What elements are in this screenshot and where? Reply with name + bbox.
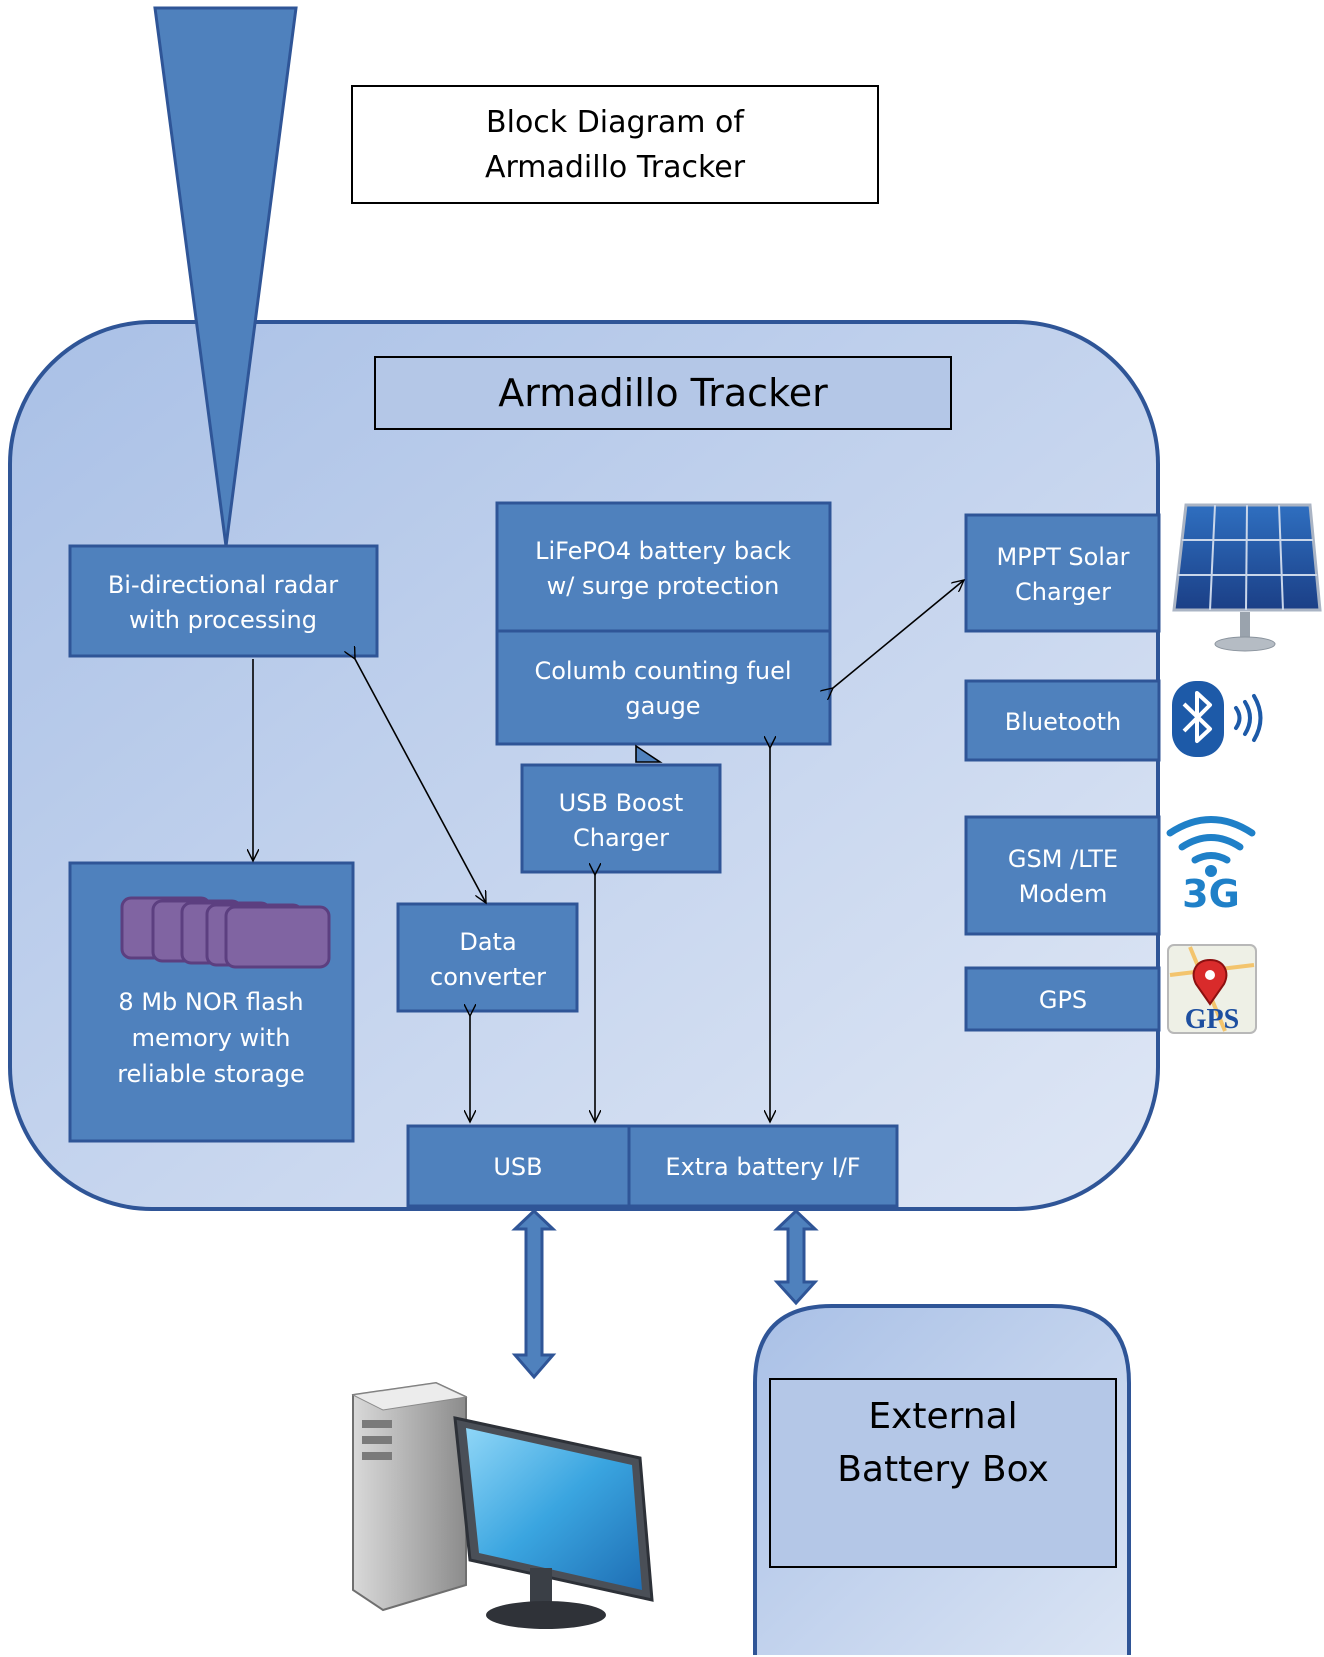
extra-battery-block: Extra battery I/F [627, 1124, 899, 1208]
external-battery-label-line1: External [868, 1396, 1017, 1437]
fuel-gauge-block: Columb counting fuel gauge [495, 629, 832, 746]
tracker-label-box: Armadillo Tracker [374, 356, 952, 430]
title-line1: Block Diagram of [486, 105, 745, 140]
cellular-3g-icon: 3G [1166, 816, 1256, 916]
bluetooth-label: Bluetooth [1005, 708, 1122, 736]
mppt-label-line2: Charger [1015, 578, 1111, 606]
solar-panel-icon [1172, 503, 1322, 652]
data-converter-block: Data converter [396, 902, 579, 1013]
radar-label-line1: Bi-directional radar [108, 571, 338, 599]
arrow-fuel-gauge-usb-boost [635, 744, 663, 763]
title-box: Block Diagram of Armadillo Tracker [351, 85, 879, 204]
extra-battery-label: Extra battery I/F [665, 1153, 860, 1181]
flash-memory-block: 8 Mb NOR flash memory with reliable stor… [68, 861, 355, 1143]
connector-arrows [253, 580, 964, 1122]
flash-label-line3: reliable storage [117, 1060, 305, 1088]
bluetooth-block: Bluetooth [964, 679, 1161, 762]
usb-label: USB [493, 1153, 542, 1181]
mppt-block: MPPT Solar Charger [964, 513, 1161, 633]
flash-label-line1: 8 Mb NOR flash [118, 988, 303, 1016]
external-battery-label-line2: Battery Box [837, 1449, 1049, 1490]
fuel-gauge-label-line1: Columb counting fuel [534, 657, 791, 685]
antenna-icon [153, 6, 298, 547]
battery-block: LiFePO4 battery back w/ surge protection [495, 501, 832, 633]
arrow-radar-data-converter [355, 659, 486, 903]
block-arrow-extra-battery-box [773, 1208, 819, 1306]
usb-boost-block: USB Boost Charger [520, 763, 722, 874]
battery-label-line1: LiFePO4 battery back [535, 537, 791, 565]
gsm-label-line2: Modem [1019, 880, 1108, 908]
cellular-3g-text: 3G [1182, 872, 1240, 916]
gsm-block: GSM /LTE Modem [964, 815, 1161, 936]
title-line2: Armadillo Tracker [485, 150, 746, 185]
data-converter-label-line1: Data [459, 928, 516, 956]
radar-block: Bi-directional radar with processing [68, 544, 379, 658]
bluetooth-icon [1172, 681, 1263, 757]
usb-boost-label-line2: Charger [573, 824, 669, 852]
tracker-label: Armadillo Tracker [498, 371, 828, 415]
data-converter-label-line2: converter [430, 963, 546, 991]
gsm-label-line1: GSM /LTE [1008, 845, 1118, 873]
radar-label-line2: with processing [129, 606, 317, 634]
gps-icon-text: GPS [1185, 1004, 1239, 1035]
block-arrow-usb-computer [511, 1208, 557, 1380]
battery-label-line2: w/ surge protection [547, 572, 780, 600]
fuel-gauge-label-line2: gauge [625, 692, 700, 720]
arrow-fuel-gauge-mppt [833, 580, 964, 688]
gps-block: GPS [964, 966, 1161, 1032]
external-battery-box: External Battery Box [753, 1304, 1131, 1655]
gps-label: GPS [1039, 986, 1087, 1014]
usb-block: USB [406, 1124, 631, 1208]
computer-icon [351, 1381, 654, 1629]
usb-boost-label-line1: USB Boost [559, 789, 684, 817]
flash-label-line2: memory with [132, 1024, 291, 1052]
memory-chips-icon [120, 896, 331, 969]
gps-map-icon: GPS [1167, 944, 1257, 1035]
mppt-label-line1: MPPT Solar [996, 543, 1129, 571]
